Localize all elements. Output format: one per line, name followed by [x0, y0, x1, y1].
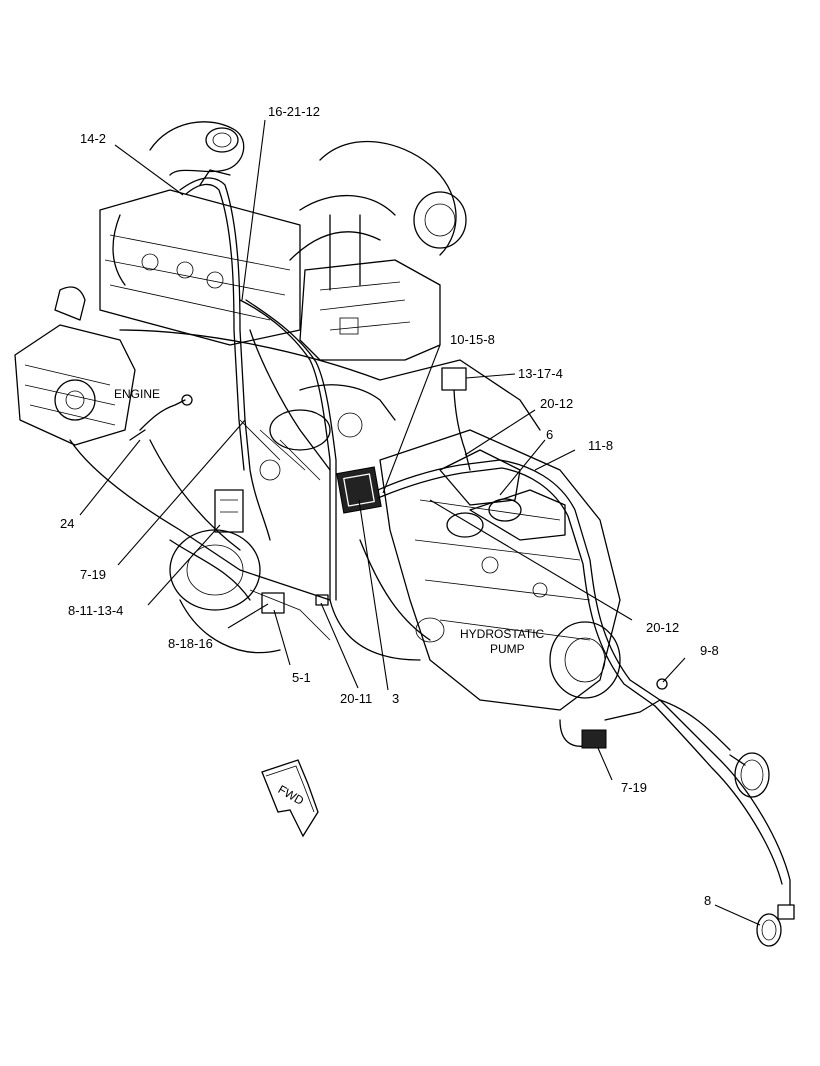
pump-label-line2: PUMP — [490, 642, 525, 656]
callout-label: 10-15-8 — [450, 332, 495, 347]
callouts: 16-21-12 14-2 10-15-8 13-17-4 20-12 6 11… — [60, 104, 719, 908]
callout-label: 5-1 — [292, 670, 311, 685]
callout-label: 14-2 — [80, 131, 106, 146]
callout-label: 13-17-4 — [518, 366, 563, 381]
callout-label: 7-19 — [80, 567, 106, 582]
callout-label: 6 — [546, 427, 553, 442]
engine-illustration — [14, 121, 621, 711]
callout-label: 16-21-12 — [268, 104, 320, 119]
callout-label: 20-11 — [340, 691, 372, 706]
callout-label: 9-8 — [700, 643, 719, 658]
leader-lines — [79, 119, 761, 926]
callout-label: 8-18-16 — [168, 636, 213, 651]
callout-label: 8 — [704, 893, 711, 908]
fwd-arrow: FWD — [261, 759, 319, 838]
callout-label: 7-19 — [621, 780, 647, 795]
callout-label: 20-12 — [646, 620, 679, 635]
engine-label: ENGINE — [114, 387, 160, 401]
wire-harness — [129, 169, 795, 947]
callout-label: 20-12 — [540, 396, 573, 411]
callout-label: 8-11-13-4 — [68, 603, 123, 618]
pump-label-line1: HYDROSTATIC — [460, 627, 545, 641]
callout-label: 11-8 — [588, 438, 613, 453]
callout-label: 3 — [392, 691, 399, 706]
callout-label: 24 — [60, 516, 74, 531]
